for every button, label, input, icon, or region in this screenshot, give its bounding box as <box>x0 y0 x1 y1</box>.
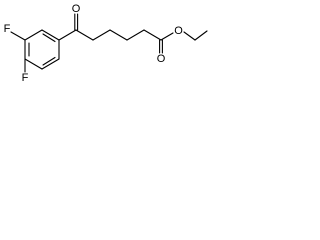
ring-double-bond-2 <box>42 56 56 66</box>
chain-bond-4 <box>126 29 145 41</box>
fluorine-top-label: F <box>4 23 11 35</box>
bond-carbonyl-ester-oxygen <box>160 32 174 41</box>
chain-bond-1 <box>75 29 94 41</box>
bond-c4-fluorine <box>10 31 26 41</box>
structure-diagram: F F O O O <box>4 3 208 84</box>
ester-carbonyl-oxygen-label: O <box>157 53 166 65</box>
ring-bond-6 <box>24 29 43 41</box>
ring-double-bond-1 <box>42 33 56 43</box>
chain-bond-2 <box>92 29 111 41</box>
bond-ester-oxygen-ethyl <box>183 31 196 41</box>
ring-bond-1 <box>41 29 60 41</box>
bond-ring-carbonyl <box>58 29 77 41</box>
chain-bond-3 <box>109 29 128 41</box>
fluorine-bottom-label: F <box>22 72 29 84</box>
ring-bond-4 <box>24 58 43 70</box>
ester-oxygen-label: O <box>174 25 183 37</box>
chain-bond-5 <box>143 29 162 41</box>
bond-ethyl <box>194 30 208 41</box>
ring-bond-3 <box>41 58 60 70</box>
ketone-oxygen-label: O <box>72 3 81 15</box>
benzene-ring <box>24 29 60 70</box>
